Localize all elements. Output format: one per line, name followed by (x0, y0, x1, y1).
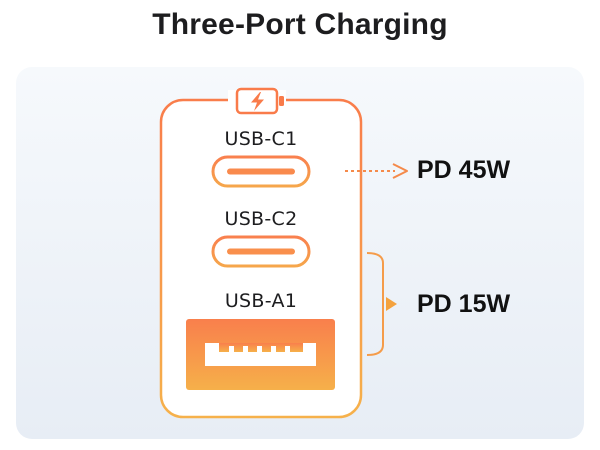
page-title: Three-Port Charging (152, 8, 448, 41)
battery-charging-icon (228, 87, 286, 115)
port-label-usb-c2: USB-C2 (224, 208, 298, 230)
usb-c2-port (211, 235, 311, 268)
usb-a1-port (186, 319, 335, 390)
port-label-usb-c1: USB-C1 (224, 128, 298, 150)
power-label-45w: PD 45W (417, 156, 511, 184)
power-label-15w: PD 15W (417, 290, 511, 318)
bracket-icon (366, 252, 397, 356)
usb-c1-port (211, 155, 311, 188)
dotted-arrow-icon (345, 163, 408, 179)
port-label-usb-a1: USB-A1 (224, 290, 298, 312)
